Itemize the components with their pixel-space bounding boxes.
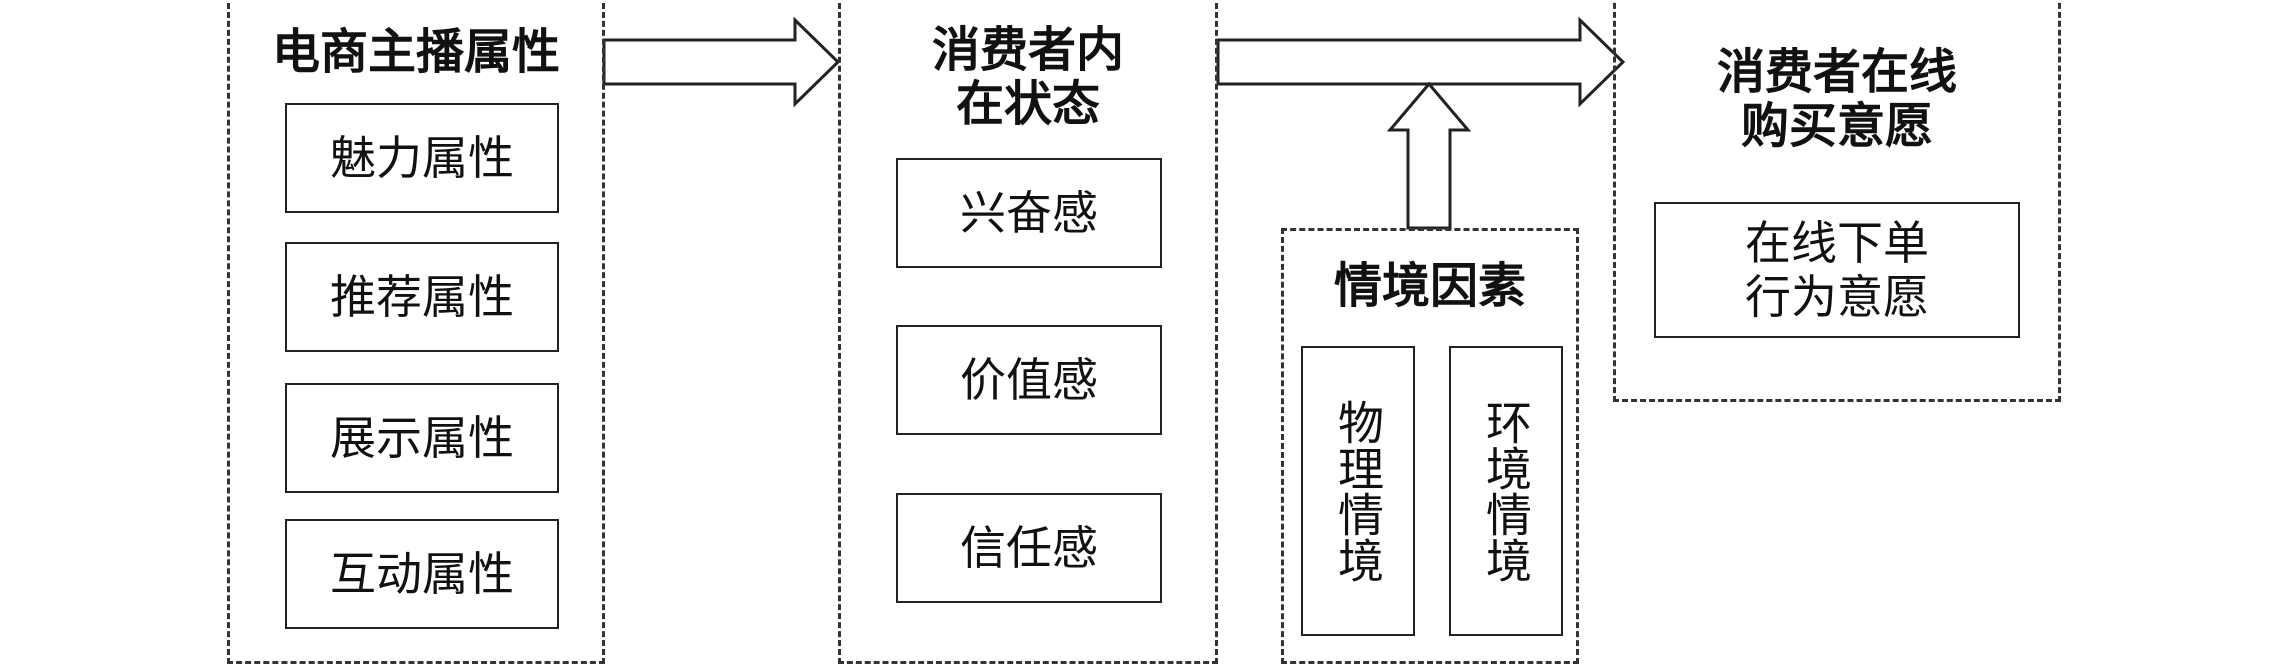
box-label: 在线下单 行为意愿 xyxy=(1745,216,1929,324)
box-label: 价值感 xyxy=(960,353,1098,407)
group-title-anchor: 电商主播属性 xyxy=(271,24,560,80)
box-physical-context: 物理情境 xyxy=(1301,346,1415,636)
box-label: 魅力属性 xyxy=(330,131,514,185)
box-label: 物理情境 xyxy=(1331,399,1385,583)
group-consumer-state: 消费者内 在状态 兴奋感 价值感 信任感 xyxy=(838,0,1218,664)
box-online-order-intention: 在线下单 行为意愿 xyxy=(1654,202,2020,338)
group-title-state: 消费者内 在状态 xyxy=(931,22,1124,132)
box-charm-attribute: 魅力属性 xyxy=(285,103,559,213)
box-label: 信任感 xyxy=(960,521,1098,575)
group-title-intent: 消费者在线 购买意愿 xyxy=(1716,44,1957,154)
arrow-state-to-intent xyxy=(1216,16,1626,108)
group-title-context: 情境因素 xyxy=(1333,258,1526,314)
box-environment-context: 环境情境 xyxy=(1449,346,1563,636)
box-interaction-attribute: 互动属性 xyxy=(285,519,559,629)
box-label: 环境情境 xyxy=(1479,399,1533,583)
box-label: 推荐属性 xyxy=(330,270,514,324)
arrow-context-to-main xyxy=(1386,81,1472,230)
arrow-anchor-to-state xyxy=(602,16,841,108)
box-display-attribute: 展示属性 xyxy=(285,383,559,493)
group-anchor-attributes: 电商主播属性 魅力属性 推荐属性 展示属性 互动属性 xyxy=(227,0,605,664)
group-situational-factors: 情境因素 物理情境 环境情境 xyxy=(1281,228,1579,664)
box-label: 兴奋感 xyxy=(960,186,1098,240)
box-trust: 信任感 xyxy=(896,493,1162,603)
box-recommend-attribute: 推荐属性 xyxy=(285,242,559,352)
box-label: 互动属性 xyxy=(330,547,514,601)
box-label: 展示属性 xyxy=(330,411,514,465)
group-purchase-intention: 消费者在线 购买意愿 在线下单 行为意愿 xyxy=(1613,0,2061,402)
box-excitement: 兴奋感 xyxy=(896,158,1162,268)
box-value: 价值感 xyxy=(896,325,1162,435)
